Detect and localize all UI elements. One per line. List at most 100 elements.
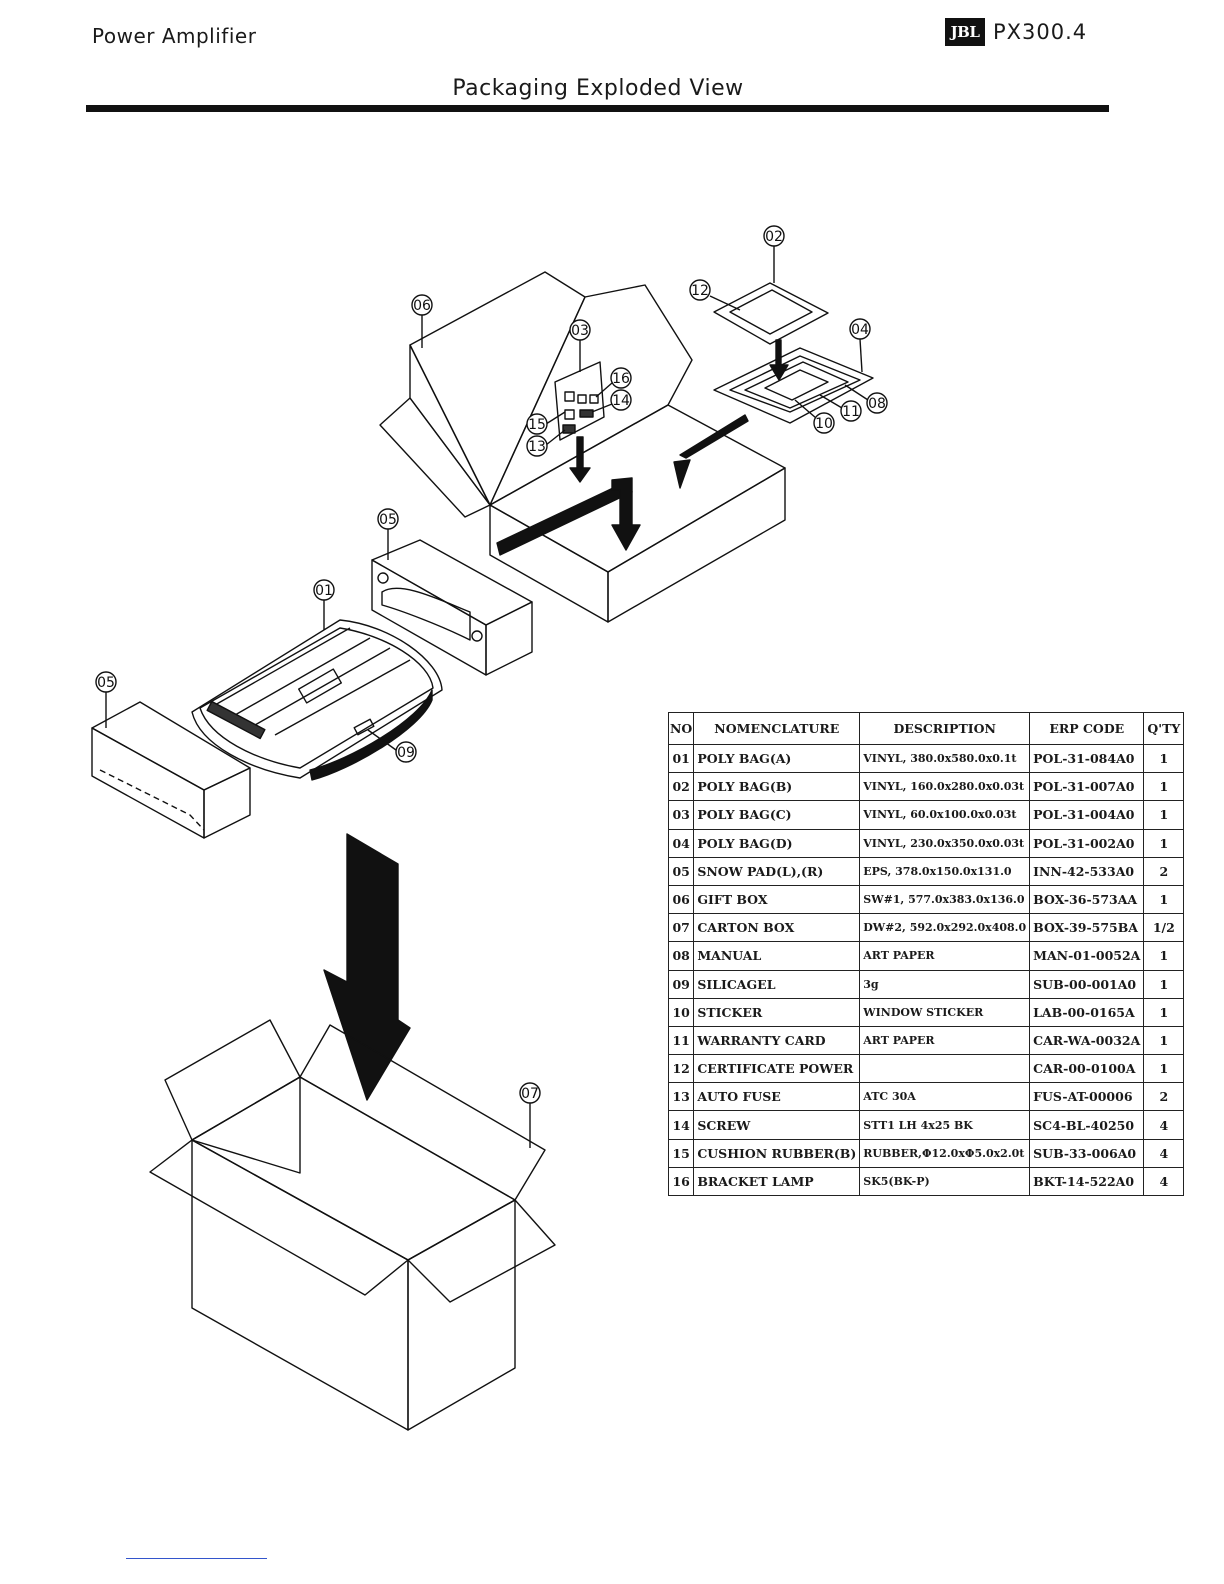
arrow-shaft-03: [576, 436, 584, 473]
amplifier-heatsink: [199, 627, 434, 769]
cell-qty: 1: [1143, 1025, 1185, 1056]
header-rule: [86, 105, 1109, 112]
callout-07: 07: [519, 1082, 541, 1104]
poly-bag-02: [713, 282, 829, 345]
cell-no: 07: [667, 913, 695, 943]
carton-front: [191, 1139, 409, 1431]
cell-erp-code: MAN-01-0052A: [1029, 941, 1145, 971]
callout-15: 15: [526, 413, 548, 435]
parts-list-table: NO NOMENCLATURE DESCRIPTION ERP CODE Q'T…: [667, 712, 1185, 1197]
cell-erp-code: SC4-BL-40250: [1029, 1110, 1145, 1140]
amplifier-body: [191, 619, 443, 779]
snow-pad-05-right: [371, 539, 533, 676]
heatsink-line: [214, 627, 351, 706]
leader-04: [859, 338, 863, 373]
insert-arrows: [569, 339, 789, 551]
gift-box-lid-left: [409, 271, 586, 506]
silicagel-09: [353, 718, 375, 736]
snow-pad-left-front: [91, 727, 205, 839]
callout-02-label: 02: [765, 229, 783, 245]
sticker-10: [764, 369, 829, 401]
footer-underline: [126, 1558, 267, 1559]
cell-qty: 2: [1143, 856, 1185, 886]
certificate-12: [729, 289, 813, 335]
cell-description: STT1 LH 4x25 BK: [859, 1110, 1031, 1140]
callout-14-label: 14: [612, 393, 630, 409]
manual-08: [729, 355, 861, 413]
cell-description: VINYL, 230.0x350.0x0.03t: [859, 828, 1031, 858]
cell-description: ATC 30A: [859, 1082, 1031, 1112]
cell-erp-code: POL-31-084A0: [1029, 743, 1145, 774]
amplifier-logo-plate: [297, 668, 343, 704]
cell-qty: 4: [1143, 1138, 1185, 1168]
callout-11: 11: [840, 400, 862, 422]
cell-qty: 1: [1143, 800, 1185, 830]
poly-bag-c: [554, 361, 605, 441]
callout-15-label: 15: [528, 417, 546, 433]
cell-no: 01: [667, 743, 695, 774]
leader-12: [709, 295, 741, 311]
cell-nomenclature: CUSHION RUBBER(B): [693, 1138, 861, 1168]
snow-pad-05-left: [91, 701, 251, 839]
callout-13-label: 13: [528, 439, 546, 455]
cell-nomenclature: SNOW PAD(L),(R): [693, 856, 861, 886]
part-15: [564, 391, 575, 402]
callout-07-label: 07: [521, 1086, 539, 1102]
cell-description: VINYL, 380.0x580.0x0.1t: [859, 743, 1031, 774]
cell-description: RUBBER,Φ12.0xΦ5.0x2.0t: [859, 1138, 1031, 1168]
callout-11-label: 11: [842, 404, 860, 420]
callout-16: 16: [610, 367, 632, 389]
cell-qty: 1: [1143, 941, 1185, 971]
cell-nomenclature: GIFT BOX: [693, 884, 861, 915]
cell-no: 10: [667, 997, 695, 1027]
part-16: [577, 394, 587, 404]
part-16b: [589, 394, 599, 404]
cell-description: ART PAPER: [859, 941, 1031, 971]
leader-16: [595, 382, 613, 398]
cell-nomenclature: POLY BAG(B): [693, 772, 861, 802]
cell-nomenclature: WARRANTY CARD: [693, 1025, 861, 1056]
cell-no: 02: [667, 772, 695, 802]
cell-erp-code: SUB-00-001A0: [1029, 969, 1145, 999]
snow-pad-hole-2: [471, 630, 483, 642]
snow-pad-left-edge: [99, 769, 205, 831]
amplifier-terminals: [206, 700, 266, 740]
poly-bag-b: [713, 282, 829, 345]
leader-11: [819, 394, 843, 409]
cell-erp-code: BOX-36-573AA: [1029, 884, 1145, 915]
gift-box-06: [379, 271, 786, 623]
cell-qty: 1: [1143, 743, 1185, 774]
gift-box-lid-side: [379, 397, 491, 518]
cell-erp-code: BKT-14-522A0: [1029, 1166, 1145, 1197]
callout-08-label: 08: [868, 396, 886, 412]
snow-pad-hole: [377, 572, 389, 584]
leader-08: [844, 384, 869, 401]
cell-nomenclature: POLY BAG(D): [693, 828, 861, 858]
cell-no: 05: [667, 856, 695, 886]
cell-erp-code: SUB-33-006A0: [1029, 1138, 1145, 1168]
carton-flap-front: [149, 1139, 409, 1296]
callout-05-upper: 05: [377, 508, 399, 530]
cell-description: SW#1, 577.0x383.0x136.0: [859, 884, 1031, 915]
leader-09: [367, 729, 397, 751]
callout-04-label: 04: [851, 322, 869, 338]
leader-10: [794, 399, 817, 419]
heatsink-line: [234, 637, 371, 716]
cell-erp-code: LAB-00-0165A: [1029, 997, 1145, 1027]
callout-14: 14: [610, 389, 632, 411]
cell-erp-code: POL-31-004A0: [1029, 800, 1145, 830]
cell-no: 14: [667, 1110, 695, 1140]
cell-description: ART PAPER: [859, 1025, 1031, 1056]
cell-no: 06: [667, 884, 695, 915]
cell-nomenclature: STICKER: [693, 997, 861, 1027]
cell-erp-code: POL-31-007A0: [1029, 772, 1145, 802]
